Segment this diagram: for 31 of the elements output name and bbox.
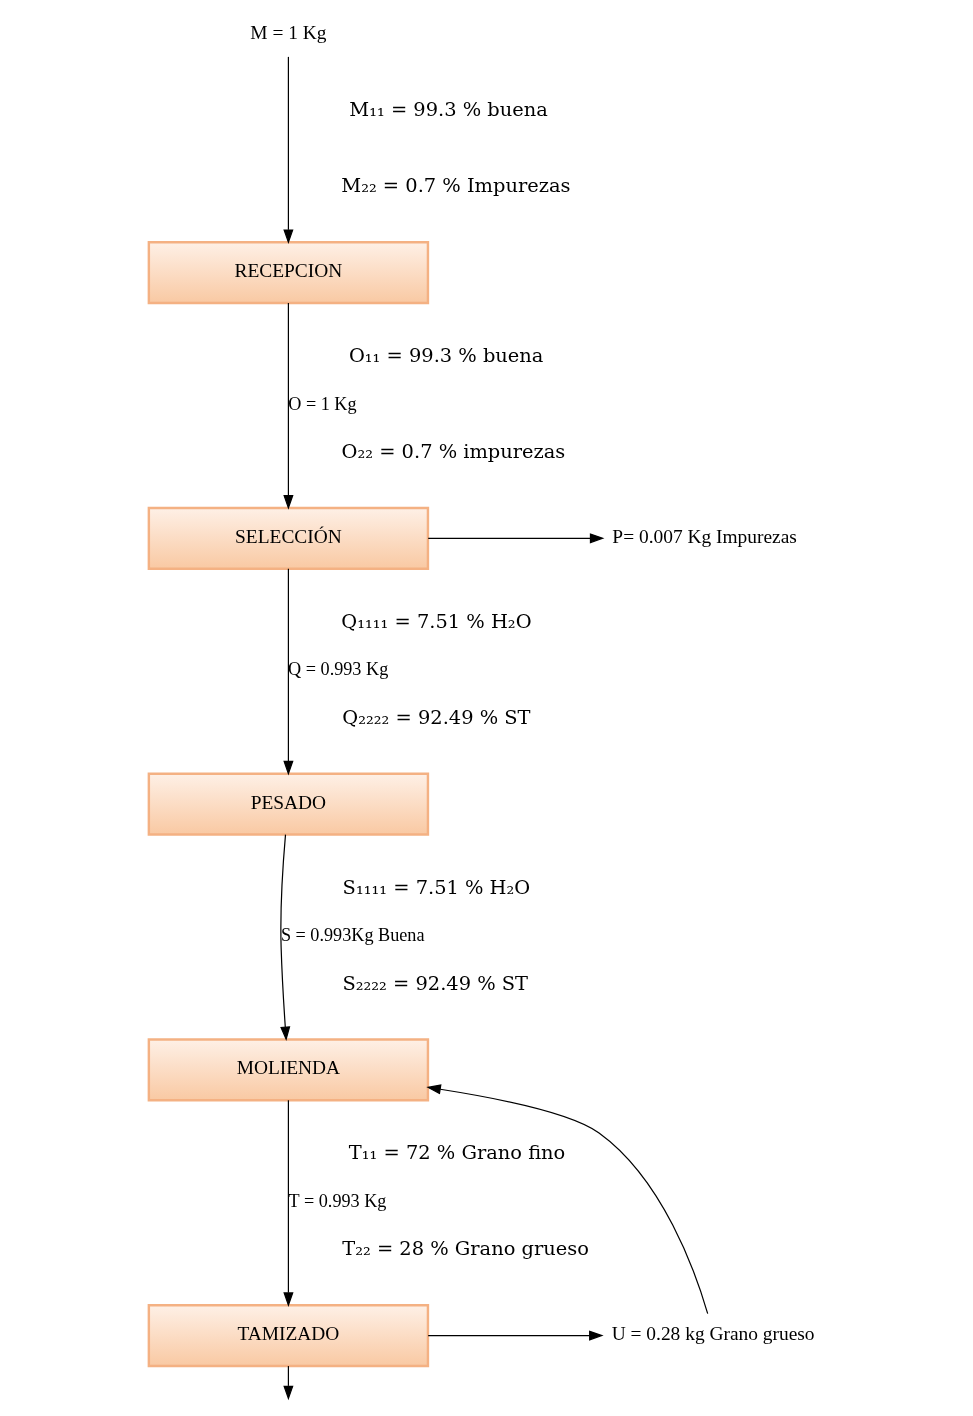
arrow	[280, 834, 291, 1042]
label: O₂₂ = 0.7 % impurezas	[341, 440, 566, 464]
edge-label: S = 0.993Kg Buena	[280, 925, 425, 946]
edge-label: T = 0.993 Kg	[288, 1190, 387, 1211]
arrow	[283, 1099, 294, 1307]
arrow	[283, 568, 294, 776]
arrow	[427, 1330, 604, 1341]
node-text: P= 0.007 Kg Impurezas	[612, 525, 797, 547]
label: O₁₁ = 99.3 % buena	[348, 344, 544, 368]
label: T₁₁ = 72 % Grano fino	[348, 1141, 566, 1165]
label: M₂₂ = 0.7 % Impurezas	[341, 174, 571, 198]
node-box: SELECCIÓN	[147, 506, 430, 570]
arrow	[283, 302, 294, 510]
node-box: PESADO	[147, 772, 430, 836]
arrow	[283, 1365, 294, 1401]
label: M₁₁ = 99.3 % buena	[349, 97, 548, 121]
edge-label: Q = 0.993 Kg	[288, 659, 389, 680]
label: S₂₂₂₂ = 92.49 % ST	[342, 971, 529, 995]
node-text: U = 0.28 kg Grano grueso	[611, 1323, 815, 1345]
arrow	[427, 533, 605, 544]
node-box: TAMIZADO	[147, 1304, 430, 1368]
label: Q₁₁₁₁ = 7.51 % H₂O	[341, 609, 532, 633]
node-text: M = 1 Kg	[250, 22, 327, 44]
node-box: RECEPCION	[147, 241, 430, 305]
node-box: MOLIENDA	[147, 1038, 430, 1102]
edge-label: O = 1 Kg	[288, 393, 357, 414]
label: T₂₂ = 28 % Grano grueso	[342, 1237, 589, 1261]
arrow	[283, 56, 294, 245]
arrow	[426, 1084, 709, 1315]
label: Q₂₂₂₂ = 92.49 % ST	[342, 705, 531, 729]
label: S₁₁₁₁ = 7.51 % H₂O	[342, 875, 531, 899]
